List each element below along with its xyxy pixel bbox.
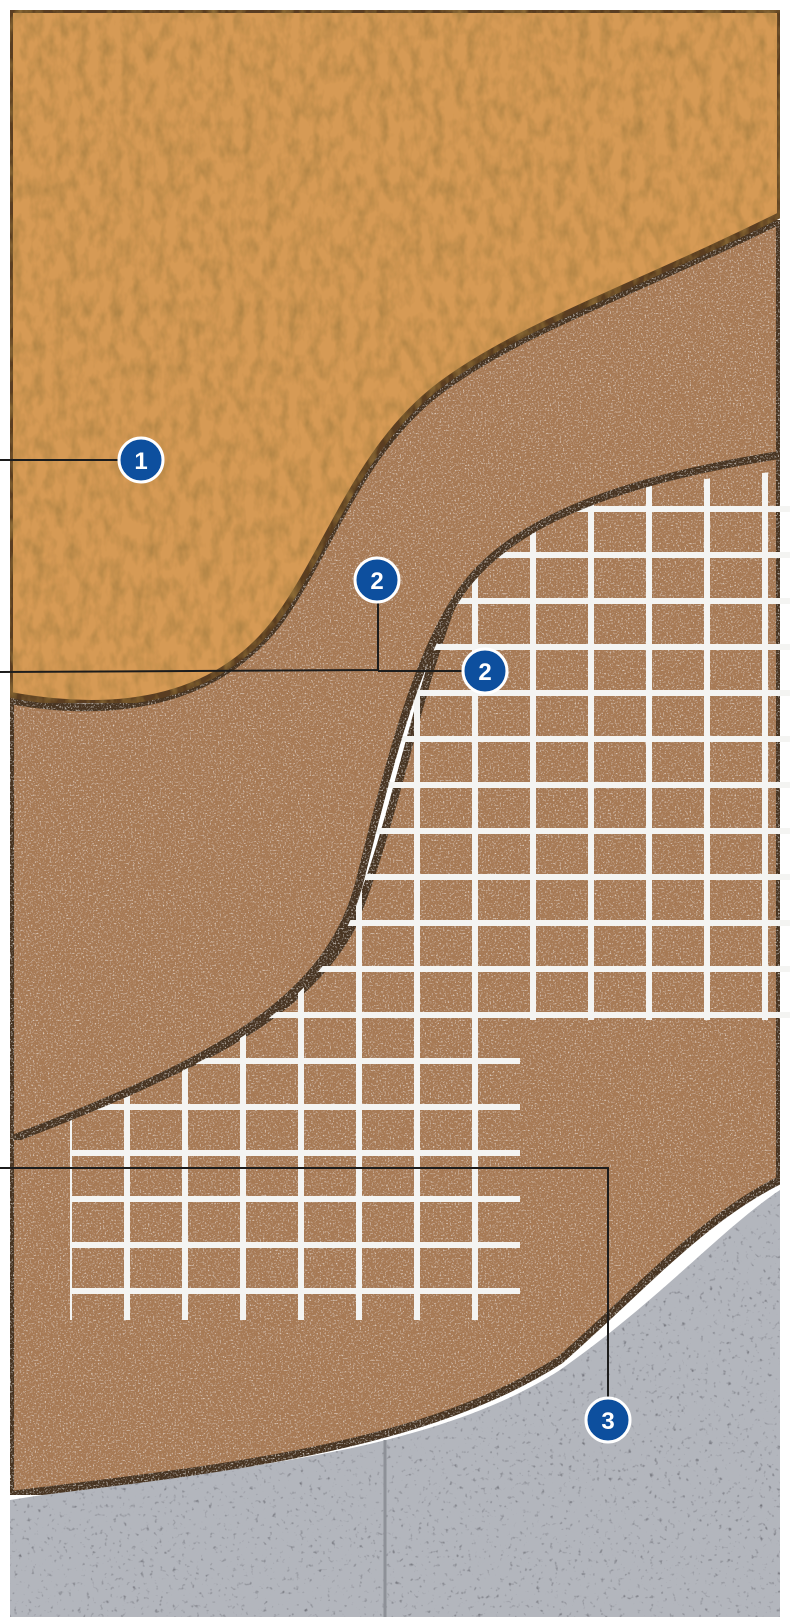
marker-3: 3 <box>586 1398 630 1442</box>
marker-1: 1 <box>119 438 163 482</box>
marker-2a-label: 2 <box>370 568 383 595</box>
marker-2b-label: 2 <box>478 659 491 686</box>
marker-2a: 2 <box>355 558 399 602</box>
marker-2b: 2 <box>463 649 507 693</box>
marker-1-label: 1 <box>134 448 147 475</box>
marker-3-label: 3 <box>601 1408 614 1435</box>
